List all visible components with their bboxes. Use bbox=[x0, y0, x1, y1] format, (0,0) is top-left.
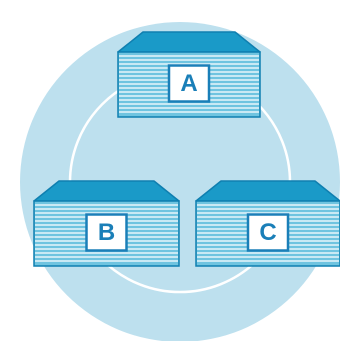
label-c: C bbox=[259, 219, 276, 246]
building-a bbox=[117, 31, 261, 118]
building-b bbox=[33, 180, 180, 267]
roof-a bbox=[117, 31, 261, 53]
roof-b bbox=[33, 180, 180, 202]
roof-c bbox=[195, 180, 340, 202]
label-b: B bbox=[98, 219, 115, 246]
label-box-a bbox=[167, 64, 211, 103]
label-box-c bbox=[246, 213, 290, 252]
building-c bbox=[195, 180, 340, 267]
label-a: A bbox=[180, 70, 197, 97]
label-box-b bbox=[85, 213, 128, 252]
